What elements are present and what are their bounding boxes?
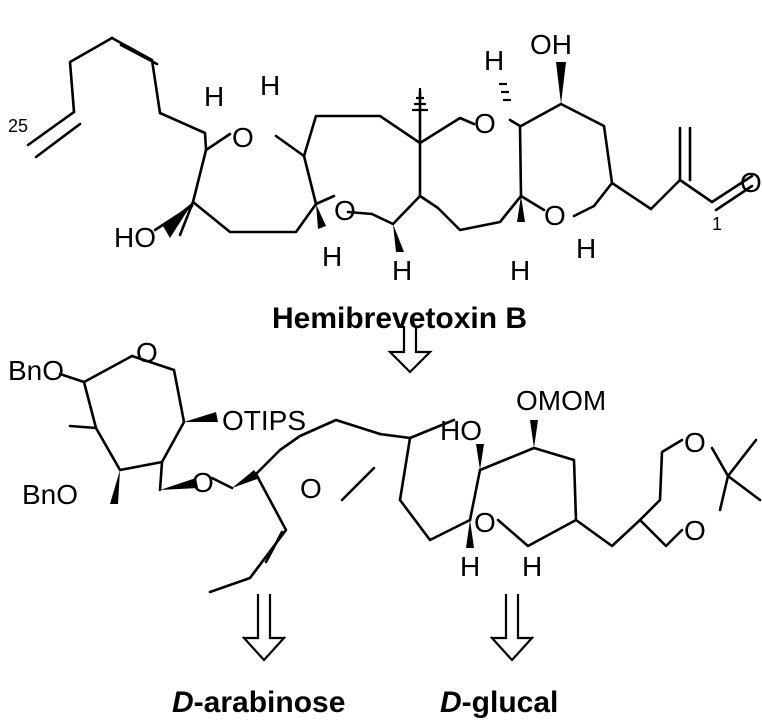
arabinose-ring-o-label: O bbox=[136, 337, 158, 368]
retro-arrow-1 bbox=[387, 326, 433, 374]
h-label-6: H bbox=[510, 255, 530, 286]
hydroxyl-left-label: HO bbox=[114, 222, 156, 253]
carbon-25-label: 25 bbox=[8, 116, 28, 136]
dioxane-o-label-1: O bbox=[684, 427, 706, 458]
hashed-bonds bbox=[412, 82, 511, 112]
ether-o-label: O bbox=[192, 467, 214, 498]
epoxide-o-label: O bbox=[300, 473, 322, 504]
bno-bottom-label: BnO bbox=[22, 479, 78, 510]
aldehyde-o-label: O bbox=[740, 167, 762, 198]
h-label-7: H bbox=[576, 233, 596, 264]
intermediate-structure: BnO O OTIPS BnO O O HO OMOM O H H O O bbox=[8, 337, 762, 594]
bno-top-label: BnO bbox=[8, 355, 64, 386]
o-label-2: O bbox=[334, 195, 356, 226]
o-label-1: O bbox=[232, 122, 254, 153]
o-label-3: O bbox=[474, 108, 496, 139]
source-glucal: D-glucal bbox=[440, 686, 558, 719]
hydroxyl-label: HO bbox=[440, 415, 482, 446]
otips-label: OTIPS bbox=[222, 405, 306, 436]
h-label-5: H bbox=[484, 45, 504, 76]
hemibrevetoxin-structure: 25 1 H O H HO O H H O H OH H O H O Hemib… bbox=[8, 29, 762, 335]
h-label-b: H bbox=[522, 551, 542, 582]
h-label-4: H bbox=[392, 255, 412, 286]
carbon-1-label: 1 bbox=[712, 214, 722, 234]
retro-arrow-2 bbox=[241, 594, 287, 662]
h-label-1: H bbox=[204, 81, 224, 112]
o-label-4: O bbox=[544, 200, 566, 231]
pyran-o-label: O bbox=[474, 507, 496, 538]
h-label-3: H bbox=[322, 241, 342, 272]
h-label-a: H bbox=[460, 551, 480, 582]
retro-arrow-3 bbox=[489, 594, 535, 662]
source-arabinose: D-arabinose bbox=[172, 686, 345, 719]
h-label-2: H bbox=[260, 70, 280, 101]
hydroxyl-top-label: OH bbox=[530, 29, 572, 60]
dioxane-o-label-2: O bbox=[684, 515, 706, 546]
target-name: Hemibrevetoxin B bbox=[272, 302, 527, 335]
omom-label: OMOM bbox=[516, 385, 606, 416]
